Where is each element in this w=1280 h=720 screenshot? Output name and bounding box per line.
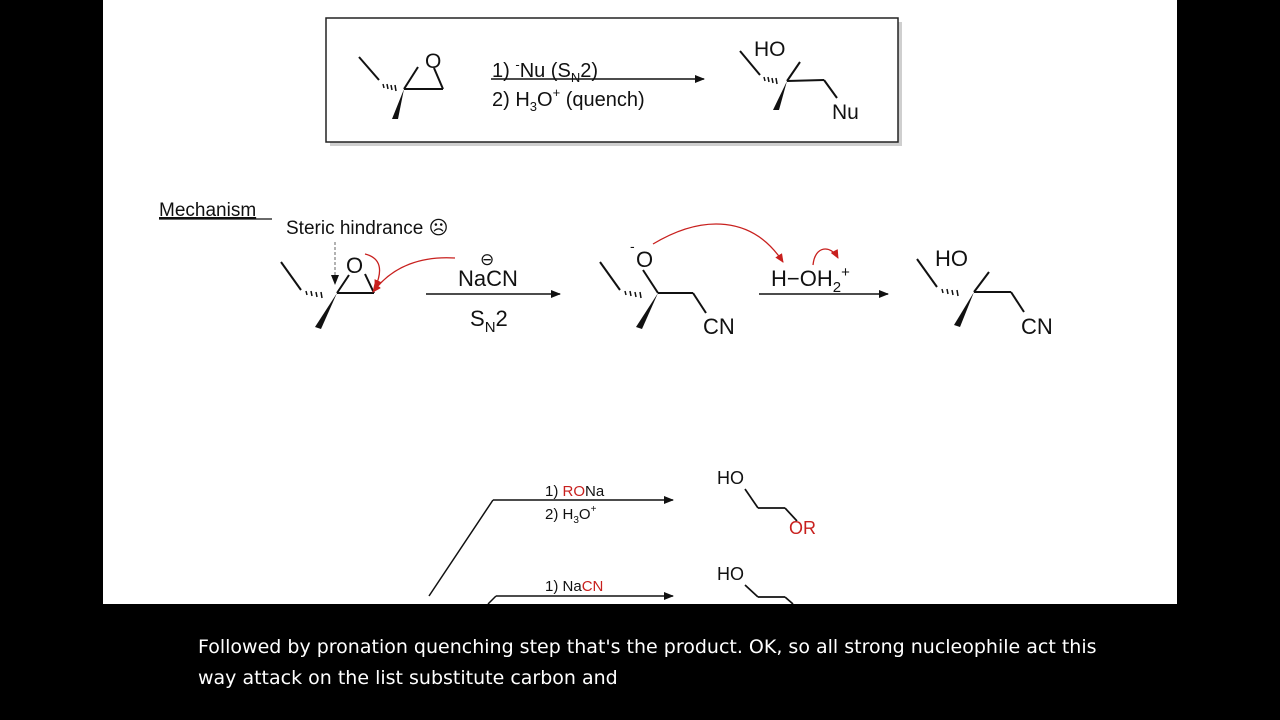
example-1-product (744, 488, 798, 522)
example-2-product (744, 584, 794, 604)
caption-line-2: way attack on the list substitute carbon… (198, 667, 618, 689)
epoxide-oxygen-label: O (425, 50, 441, 73)
sn2-condition: SN2 (470, 306, 508, 336)
example-1-ho: HO (717, 468, 744, 488)
caption-line-1: Followed by pronation quenching step tha… (198, 636, 1097, 658)
steric-note: Steric hindrance ☹ (286, 218, 448, 239)
example-2-ho: HO (717, 564, 744, 584)
epoxide-structure (358, 56, 444, 119)
reagent-nacn: NaCN (458, 266, 518, 291)
reagent-step-1: 1) -Nu (SN2) (492, 57, 598, 85)
intermediate-cn-label: CN (703, 314, 735, 339)
alkoxide-intermediate (599, 261, 707, 329)
product-structure (739, 50, 838, 110)
mech-product-cn: CN (1021, 314, 1053, 339)
protonation-arrow (652, 223, 784, 263)
subtitle-caption: Followed by pronation quenching step tha… (198, 632, 1118, 694)
mechanism-epoxide (280, 261, 375, 329)
alkoxide-charge: - (630, 238, 635, 254)
hydronium-label: H−OH2+ (771, 264, 850, 296)
bond-break-arrow (364, 253, 382, 289)
cyanide-charge: ⊖ (480, 250, 494, 269)
slide-canvas: O 1) -Nu (SN2) 2) H3O+ (quench) HO Nu Me… (159, 17, 1053, 604)
mechanism-heading: Mechanism (159, 200, 256, 221)
product-hydroxyl-label: HO (754, 38, 786, 61)
example-1-quench: 2) H3O+ (545, 504, 597, 526)
product-nu-label: Nu (832, 101, 859, 124)
slide: O 1) -Nu (SN2) 2) H3O+ (quench) HO Nu Me… (103, 0, 1177, 604)
example-1-reagent: 1) RONa (545, 483, 605, 500)
example-1-or: OR (789, 518, 816, 538)
reagent-step-2: 2) H3O+ (quench) (492, 85, 645, 114)
alkoxide-oxygen: O (636, 247, 653, 272)
mech-epoxide-oxygen: O (346, 253, 363, 278)
mech-product-ho: HO (935, 246, 968, 271)
mechanism-product (916, 258, 1025, 327)
examples-branch (428, 496, 674, 604)
reaction-box: O 1) -Nu (SN2) 2) H3O+ (quench) HO Nu (325, 17, 902, 146)
oh-bond-arrow (812, 248, 839, 266)
nucleophile-attack-arrow (372, 257, 456, 293)
example-2-reagent: 1) NaCN (545, 578, 603, 595)
